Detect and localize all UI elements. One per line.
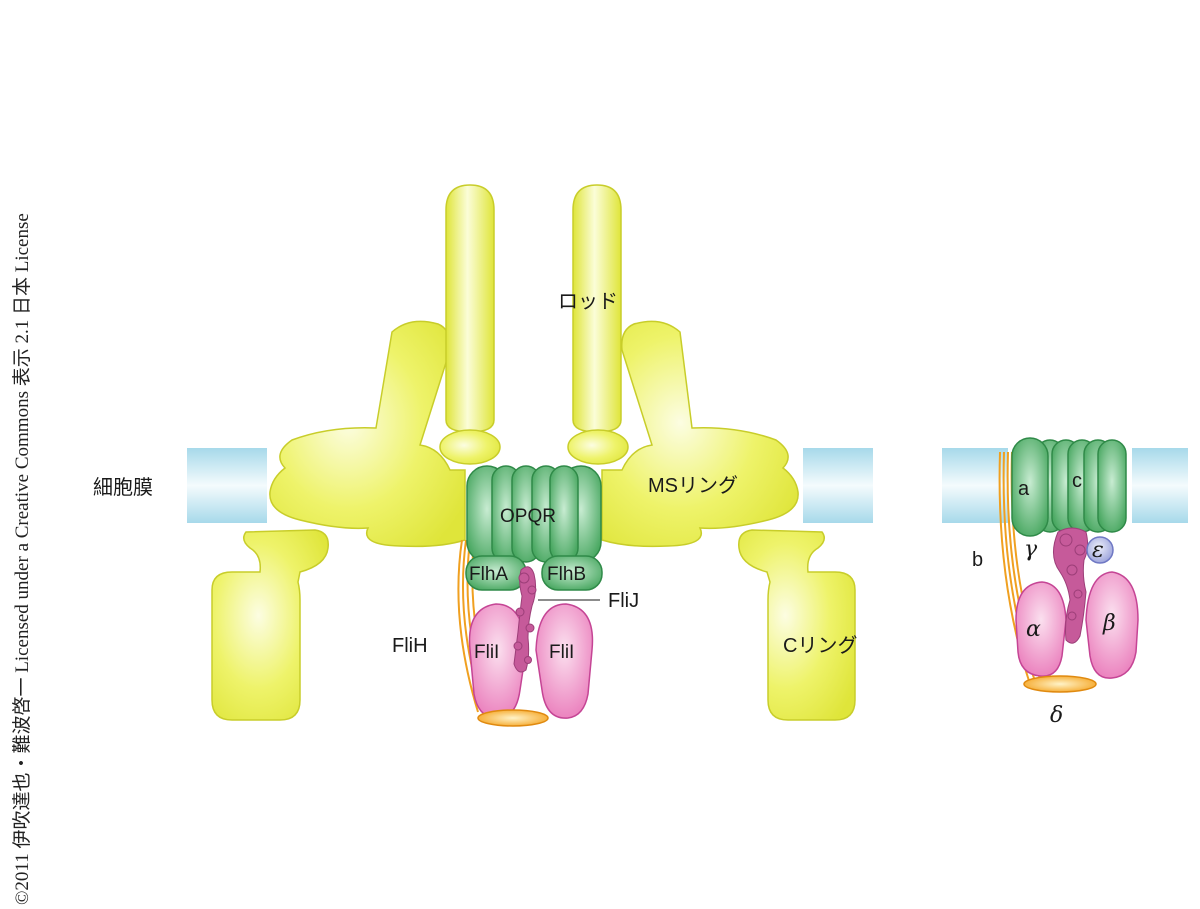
b-label: b [972, 549, 983, 571]
delta-subunit [1023, 675, 1097, 693]
flhb-subunit: FlhB [541, 555, 603, 591]
opqr-complex [466, 465, 602, 563]
copyright-text: ©2011 伊吹達也・難波啓一 Licensed under a Creativ… [11, 213, 33, 905]
flhb-label: FlhB [547, 564, 586, 585]
flii-right: FliI [535, 603, 594, 719]
rod-right [567, 184, 629, 465]
c-ring-left [211, 529, 329, 721]
flih-label: FliH [392, 635, 428, 657]
gamma-stalk [1053, 527, 1089, 644]
rod-label: ロッド [558, 291, 618, 313]
rod-left [439, 184, 501, 465]
alpha-subunit: α [1015, 581, 1067, 677]
flih-base [477, 709, 549, 727]
ms-ring-left [269, 320, 466, 548]
flha-subunit: FlhA [465, 555, 527, 591]
flha-label: FlhA [469, 564, 508, 585]
a-subunit: a [1011, 437, 1049, 537]
delta-label: δ [1050, 703, 1063, 728]
c-ring-rotor [1035, 439, 1127, 533]
c-ring-right [738, 529, 856, 721]
c-ring-label: Cリング [783, 634, 857, 657]
membrane-label: 細胞膜 [93, 476, 153, 499]
flii-left-label: FliI [474, 642, 499, 663]
beta-label: β [1102, 611, 1116, 636]
ms-ring-right [601, 320, 799, 548]
alpha-label: α [1026, 617, 1041, 642]
cell-membrane [187, 448, 1188, 523]
epsilon-subunit: ε [1086, 536, 1114, 564]
epsilon-label: ε [1092, 538, 1104, 563]
gamma-label: γ [1024, 537, 1038, 562]
flij-label: FliJ [608, 590, 639, 612]
c-label: c [1072, 470, 1082, 492]
beta-subunit: β [1085, 571, 1139, 679]
flii-right-label: FliI [549, 642, 574, 663]
ms-ring-label: MSリング [648, 474, 738, 497]
opqr-label: OPQR [500, 506, 556, 527]
flij-stalk [513, 566, 537, 673]
a-label: a [1018, 478, 1030, 500]
